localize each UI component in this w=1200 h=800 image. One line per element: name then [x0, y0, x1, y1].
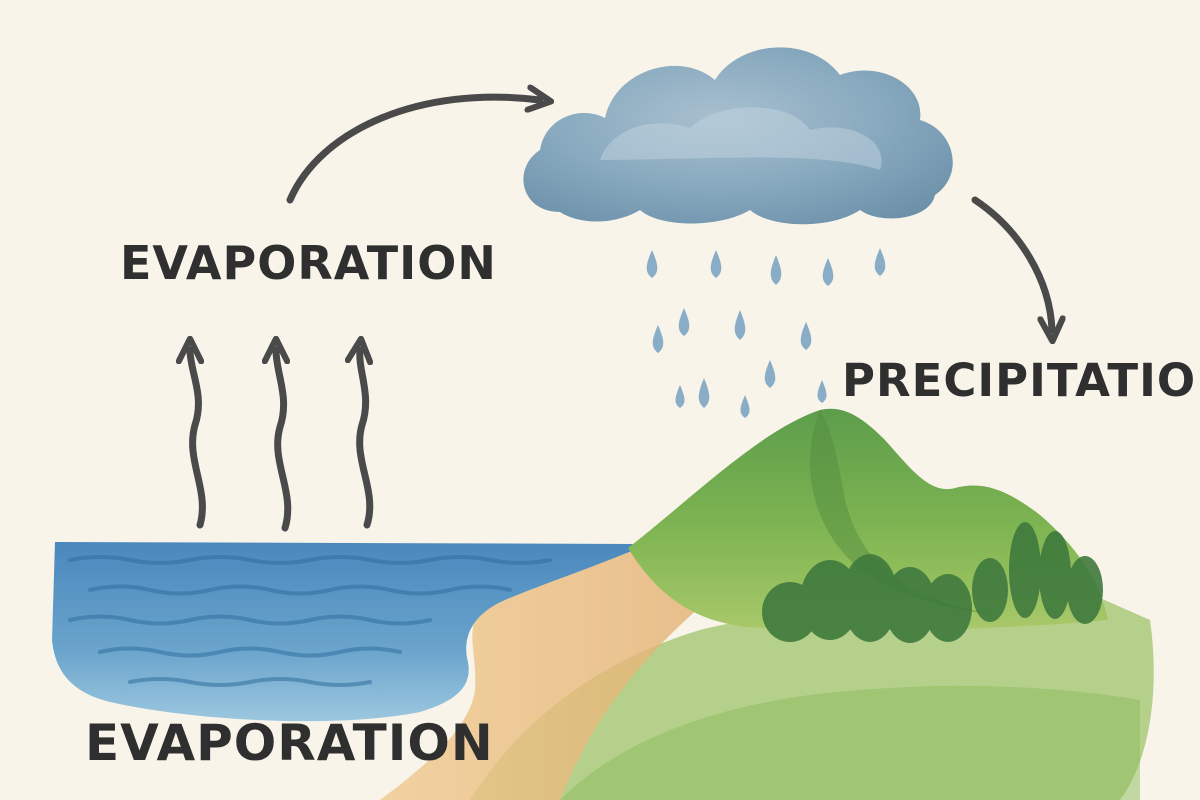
evaporation-label-lower: EVAPORATION [85, 714, 494, 772]
vapor-arrow [190, 350, 206, 529]
raindrop [710, 250, 722, 278]
evaporation-label-upper: EVAPORATION [120, 236, 497, 290]
vapor-arrow [360, 350, 374, 529]
raindrop [740, 395, 750, 418]
cloud-highlight [600, 107, 882, 170]
vapor-arrow [276, 350, 292, 532]
raindrop [675, 385, 685, 408]
raindrop [678, 308, 690, 336]
raindrops [646, 248, 886, 418]
beach-sand [380, 545, 720, 800]
trees [762, 522, 1103, 643]
raindrop [874, 248, 886, 276]
raindrop [817, 380, 827, 403]
raindrop [698, 378, 710, 408]
cycle-arrows [190, 97, 1052, 532]
raindrop [770, 255, 782, 285]
ocean-waves [68, 555, 552, 687]
grass-ground [470, 598, 1154, 800]
raindrop [646, 250, 658, 278]
evaporation-to-cloud-arrow [286, 97, 540, 204]
raindrop [734, 310, 746, 340]
raindrop [652, 325, 664, 353]
cloud-to-precipitation-arrow [971, 196, 1052, 330]
raindrop [800, 322, 812, 350]
raindrop [764, 360, 776, 388]
precipitation-label: PRECIPITATION [842, 354, 1200, 407]
raindrop [822, 258, 834, 286]
